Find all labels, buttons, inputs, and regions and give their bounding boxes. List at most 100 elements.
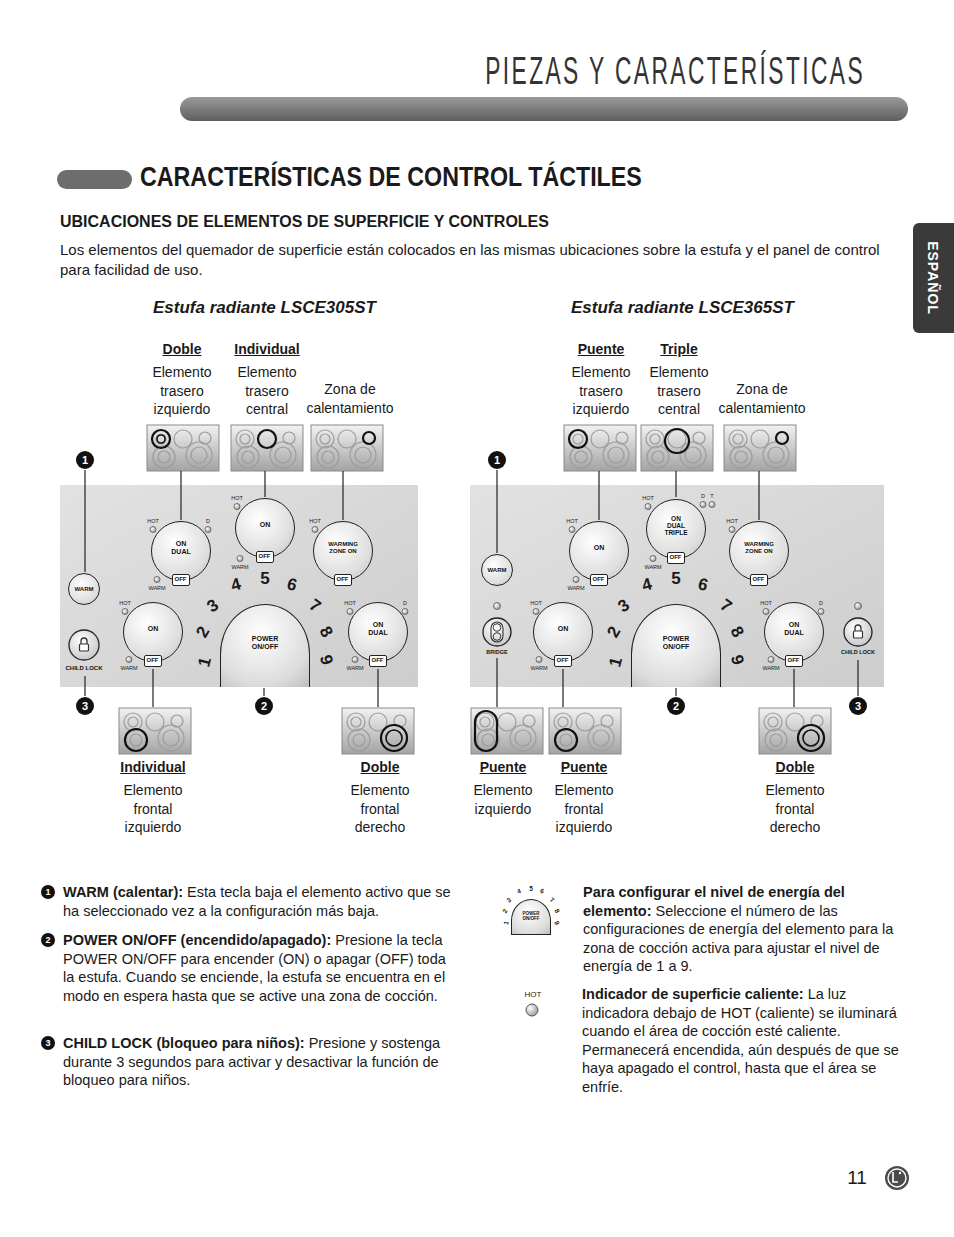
indicator-light xyxy=(150,527,156,533)
power-level-number: 5 xyxy=(260,569,269,589)
key-label: ON DUAL TRIPLE xyxy=(664,515,687,536)
description-term: WARM (calentar): xyxy=(63,884,183,900)
indicator-light xyxy=(700,502,706,508)
indicator-label: WARM xyxy=(346,665,363,671)
power-level-number: 3 xyxy=(506,896,513,904)
key-label: OFF xyxy=(259,553,271,560)
indicator-light xyxy=(312,527,318,533)
off-key: OFF xyxy=(334,574,352,586)
leader-line xyxy=(264,471,265,497)
burner-icon xyxy=(759,708,831,754)
off-key: OFF xyxy=(172,574,190,586)
burner-icon xyxy=(724,425,796,471)
callout-circle xyxy=(76,697,94,715)
indicator-label: WARM xyxy=(231,564,248,570)
burner-icon xyxy=(471,708,543,754)
element-description: Elemento trasero izquierdo xyxy=(142,363,222,419)
element-description: Elemento frontal derecho xyxy=(755,781,835,837)
callout-circle xyxy=(849,697,867,715)
callout-circle xyxy=(76,451,94,469)
title-bar xyxy=(180,97,908,121)
warming-zone-key: WARMING ZONE ONOFF xyxy=(729,521,789,581)
element-type: Doble xyxy=(361,759,400,775)
off-key: OFF xyxy=(369,655,387,667)
power-level-number: 4 xyxy=(229,574,243,595)
child-lock-key: CHILD LOCK xyxy=(833,617,883,658)
indicator-light xyxy=(122,609,128,615)
indicator-label: HOT xyxy=(525,990,542,999)
indicator-label: HOT xyxy=(642,495,654,501)
leader-line xyxy=(675,688,676,696)
off-key: OFF xyxy=(554,655,572,667)
element-key: ONOFF xyxy=(569,521,629,581)
element-type: Doble xyxy=(163,341,202,357)
callout-number: 1 xyxy=(494,454,500,467)
callout-circle xyxy=(255,697,273,715)
indicator-light xyxy=(352,657,358,663)
indicator-light xyxy=(126,657,132,663)
power-level-number: 8 xyxy=(726,623,748,641)
control-panel xyxy=(60,485,418,687)
leader-line xyxy=(496,470,497,553)
callout-number: 3 xyxy=(45,1038,50,1048)
indicator-light xyxy=(536,657,542,663)
power-key: POWER ON/OFF xyxy=(220,604,310,687)
power-level-number: 9 xyxy=(726,653,747,667)
subheading: UBICACIONES DE ELEMENTOS DE SUPERFICIE Y… xyxy=(60,213,549,231)
leader-line xyxy=(793,669,794,707)
leader-line xyxy=(758,471,759,520)
burner-icon xyxy=(147,425,219,471)
indicator-label: HOT xyxy=(530,600,542,606)
indicator-light xyxy=(237,556,243,562)
indicator-label: HOT xyxy=(231,495,243,501)
language-tab-text: ESPAÑOL xyxy=(925,241,941,315)
key-label: ON xyxy=(260,521,271,529)
indicator-label: WARM xyxy=(644,564,661,570)
indicator-light xyxy=(650,556,656,562)
description-term: Indicador de superficie caliente: xyxy=(582,986,804,1002)
key-label: WARMING ZONE ON xyxy=(328,541,358,554)
model-heading: Estufa radiante LSCE365ST xyxy=(571,298,794,318)
leader-line xyxy=(152,669,153,707)
description: CHILD LOCK (bloqueo para niños):Presione… xyxy=(63,1034,463,1090)
indicator-label: D xyxy=(403,600,407,606)
indicator-label: HOT xyxy=(726,518,738,524)
callout-circle xyxy=(41,933,55,947)
element-type: Triple xyxy=(660,341,697,357)
heading-pill xyxy=(57,170,132,189)
power-level-number: 8 xyxy=(315,623,337,641)
key-label: POWER ON/OFF xyxy=(245,635,285,650)
indicator-label: WARM xyxy=(567,585,584,591)
callout-circle xyxy=(488,451,506,469)
warm-key: WARM xyxy=(481,554,513,586)
warming-zone-key: WARMING ZONE ONOFF xyxy=(313,521,373,581)
power-level-number: 7 xyxy=(306,595,325,616)
key-label: ON xyxy=(148,625,159,633)
element-key: ON OFF xyxy=(123,602,183,662)
power-level-number: 1 xyxy=(605,655,626,669)
key-label: CHILD LOCK xyxy=(833,649,883,655)
leader-line xyxy=(84,676,85,696)
description-text: La luz indicadora debajo de HOT (calient… xyxy=(582,986,899,1095)
off-key: OFF xyxy=(144,655,162,667)
key-label: WARM xyxy=(75,586,94,593)
power-level-number: 9 xyxy=(553,920,561,925)
burner-icon xyxy=(342,708,414,754)
leader-line xyxy=(263,688,264,696)
leader-line xyxy=(342,471,343,520)
model-heading: Estufa radiante LSCE305ST xyxy=(153,298,376,318)
indicator-label: WARM xyxy=(530,665,547,671)
element-type: Puente xyxy=(578,341,625,357)
indicator-label: HOT xyxy=(119,600,131,606)
leader-line xyxy=(598,471,599,520)
element-key: ON OFF xyxy=(235,498,295,558)
element-type: Puente xyxy=(561,759,608,775)
intro-text: Los elementos del quemador de superficie… xyxy=(60,240,905,280)
indicator-light xyxy=(347,609,353,615)
leader-line xyxy=(496,658,497,707)
power-level-number: 2 xyxy=(501,907,509,914)
key-label: OFF xyxy=(147,657,159,664)
indicator-label: WARM xyxy=(148,585,165,591)
